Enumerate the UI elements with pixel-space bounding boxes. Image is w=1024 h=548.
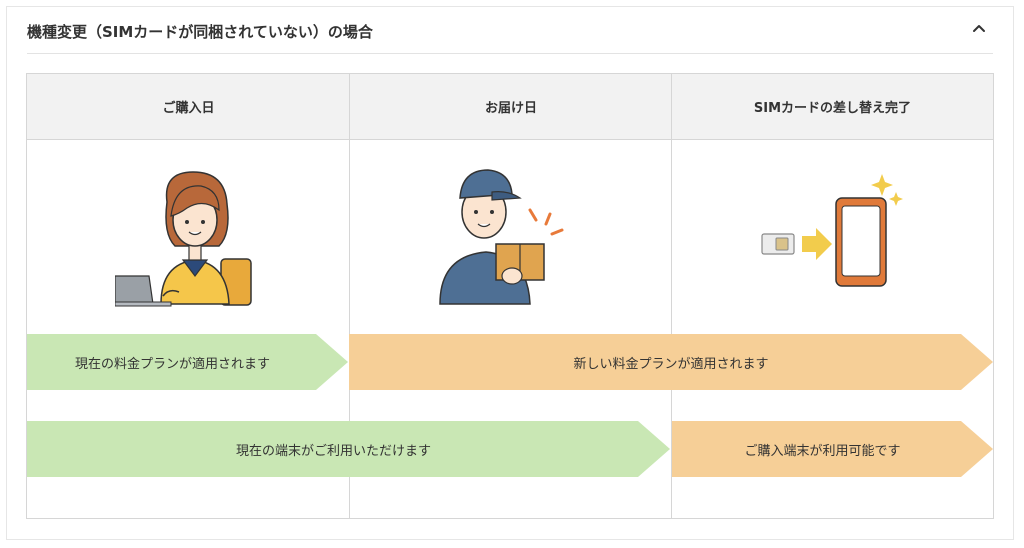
purchased-device-arrow: ご購入端末が利用可能です xyxy=(672,421,993,477)
timeline-table: ご購入日 お届け日 SIMカードの差し替え完了 xyxy=(26,73,994,519)
current-device-arrow: 現在の端末がご利用いただけます xyxy=(27,421,670,477)
woman-at-laptop-illustration xyxy=(115,171,252,307)
accordion-header[interactable]: 機種変更（SIMカードが同梱されていない）の場合 xyxy=(27,7,993,54)
current-device-label: 現在の端末がご利用いただけます xyxy=(235,443,431,459)
new-plan-label: 新しい料金プランが適用されます xyxy=(573,356,769,372)
column-header-delivery-date: お届け日 xyxy=(350,74,672,140)
current-plan-arrow: 現在の料金プランが適用されます xyxy=(27,334,348,390)
sim-card-to-phone-illustration xyxy=(761,174,903,287)
column-header-sim-swap-complete: SIMカードの差し替え完了 xyxy=(672,74,993,140)
column-divider xyxy=(349,74,350,518)
column-divider xyxy=(671,74,672,518)
column-header-purchase-date: ご購入日 xyxy=(27,74,350,140)
chevron-up-icon[interactable] xyxy=(969,19,989,39)
purchased-device-label: ご購入端末が利用可能です xyxy=(744,443,901,459)
section-title: 機種変更（SIMカードが同梱されていない）の場合 xyxy=(27,23,373,41)
new-plan-arrow: 新しい料金プランが適用されます xyxy=(349,334,993,390)
delivery-person-with-package-illustration xyxy=(439,169,564,305)
current-plan-label: 現在の料金プランが適用されます xyxy=(74,356,270,372)
